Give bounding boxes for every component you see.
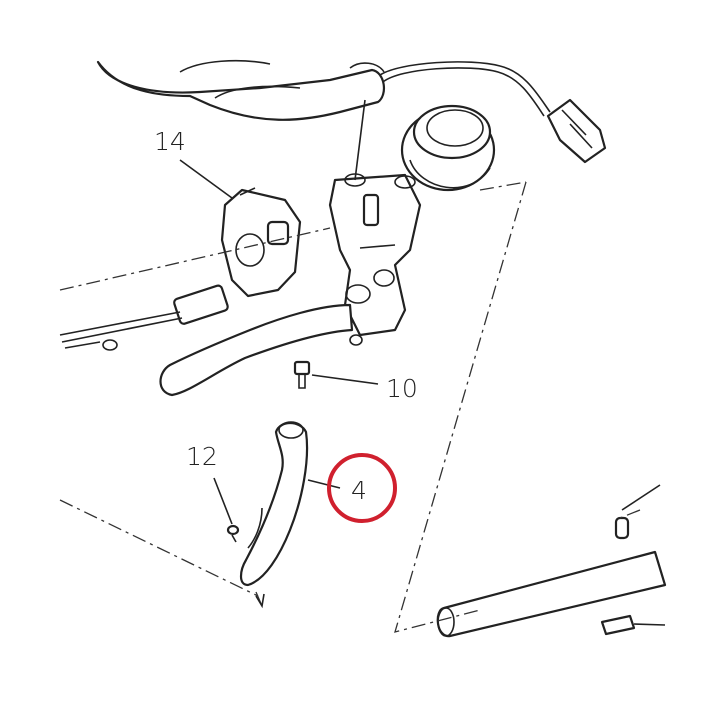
switch-cable [379,61,551,117]
leader-line-4 [307,479,341,489]
leader-line-12 [213,477,233,525]
handlebar-tube [436,550,667,638]
clip-part [600,614,666,636]
screw-part-10 [293,360,311,389]
leader-line-10 [311,374,379,385]
callout-label-4: 4 [351,476,367,505]
callout-label-12: 12 [186,442,218,471]
callout-label-14: 14 [154,127,186,156]
lever-part-4 [239,421,309,587]
highlight-circle [327,453,397,523]
leader-line-14 [179,159,233,199]
connector-plug-right [546,98,607,164]
screw-part-12 [226,524,240,543]
brake-lever-part [159,303,363,397]
upper-bracket-part [96,59,386,121]
assembly-guide-lines [59,181,641,633]
mount-line [354,99,366,181]
master-cylinder-body [328,173,422,337]
switch-housing-part-14 [220,187,302,298]
callout-label-10: 10 [386,374,418,403]
connector-plug-left [59,284,229,351]
brake-fluid-reservoir [400,104,496,192]
pin-part [614,484,661,540]
